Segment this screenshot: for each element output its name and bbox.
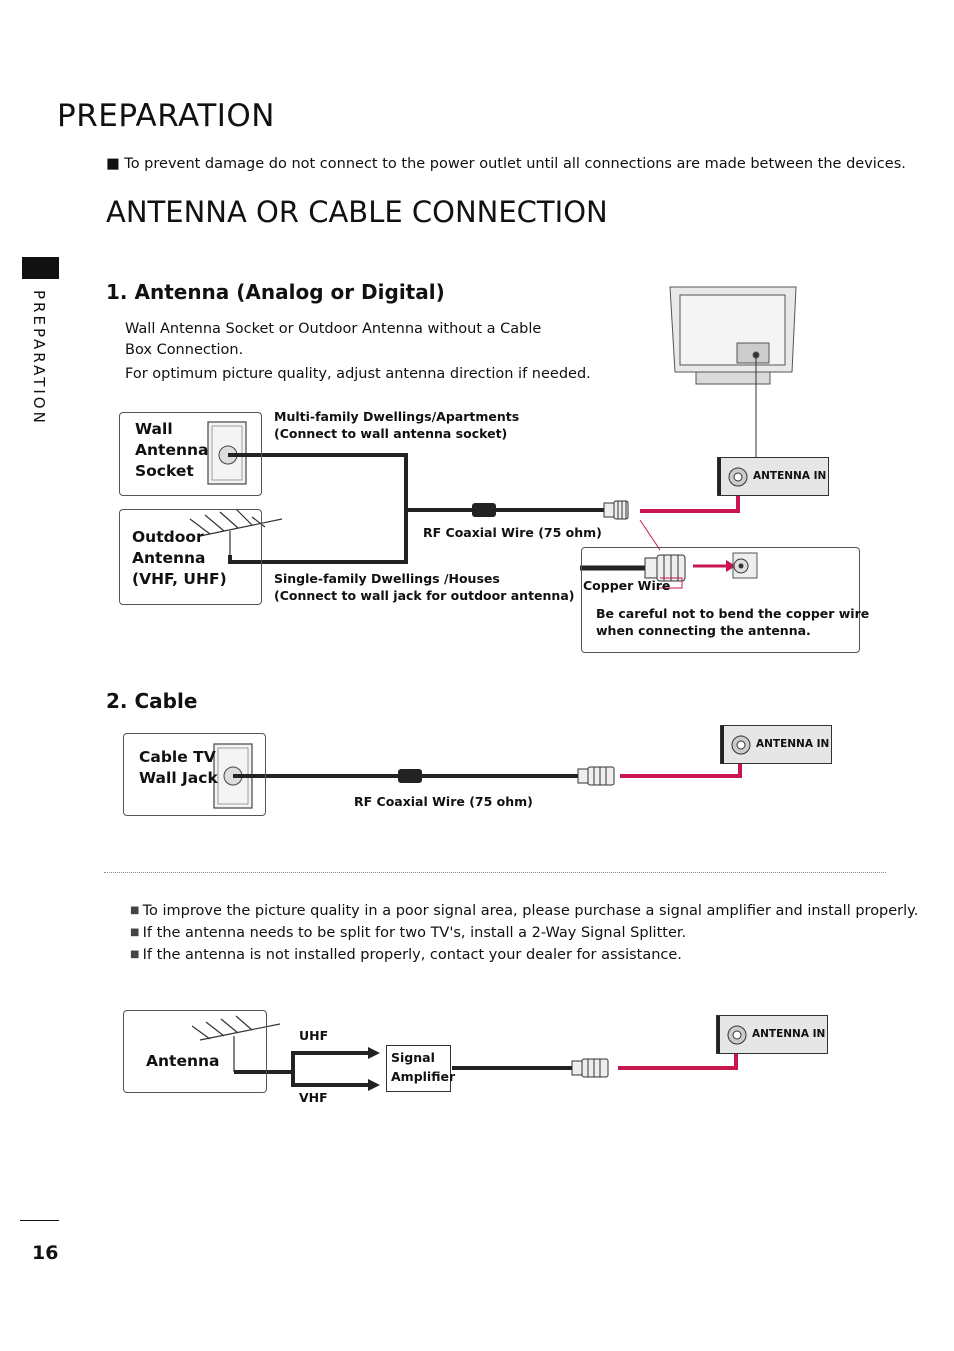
cable-rf-wire-label: RF Coaxial Wire (75 ohm) (354, 794, 533, 809)
tip-item: If the antenna needs to be split for two… (130, 922, 918, 944)
page-header-title: PREPARATION (57, 98, 275, 134)
wall-socket-label: Wall Antenna Socket (135, 420, 209, 480)
antenna-in-port: ANTENNA IN (717, 457, 829, 496)
side-label: PREPARATION (30, 290, 48, 426)
tip-item: If the antenna is not installed properly… (130, 944, 918, 966)
copper-wire-note: Be careful not to bend the copper wire w… (596, 606, 870, 638)
vhf-label: VHF (299, 1090, 328, 1105)
cable-jack-label: Cable TV Wall Jack (139, 748, 218, 787)
rf-wire-label: RF Coaxial Wire (75 ohm) (423, 525, 602, 540)
cable-jack-box (123, 733, 266, 816)
antenna-in-jack-icon (728, 467, 748, 487)
antenna-in-jack-icon (727, 1025, 747, 1045)
antenna-source-label: Antenna (146, 1052, 220, 1070)
cable-subtitle: 2. Cable (106, 689, 198, 713)
amplifier-antenna-in-port: ANTENNA IN (716, 1015, 828, 1054)
tip-item: To improve the picture quality in a poor… (130, 900, 919, 922)
section-title: ANTENNA OR CABLE CONNECTION (106, 195, 608, 229)
outdoor-antenna-box (119, 509, 262, 605)
signal-amplifier-box: Signal Amplifier (386, 1045, 455, 1092)
multi-family-label: Multi-family Dwellings/Apartments (Conne… (274, 409, 520, 441)
antenna-in-jack-icon (731, 735, 751, 755)
outdoor-antenna-label: Outdoor Antenna (VHF, UHF) (132, 528, 227, 588)
wall-socket-box (119, 412, 262, 496)
uhf-label: UHF (299, 1028, 329, 1043)
copper-wire-note-box (581, 547, 860, 653)
cable-antenna-in-port: ANTENNA IN (720, 725, 832, 764)
antenna-icon (191, 1015, 281, 1072)
antenna-tip: For optimum picture quality, adjust ante… (125, 366, 591, 382)
page-number: 16 (32, 1242, 59, 1264)
copper-wire-label: Copper Wire (583, 578, 671, 593)
single-family-label: Single-family Dwellings /Houses (Connect… (274, 571, 575, 603)
copper-wire-detail-icon (580, 519, 758, 589)
rf-connector-icon (603, 500, 629, 520)
power-warning-note: ■ To prevent damage do not connect to th… (106, 156, 906, 172)
tv-rear-icon (669, 286, 797, 385)
outdoor-antenna-icon (189, 508, 283, 555)
section-divider (104, 872, 886, 873)
antenna-subtitle: 1. Antenna (Analog or Digital) (106, 280, 445, 304)
antenna-source-box (123, 1010, 267, 1093)
page-footer-rule (20, 1220, 59, 1221)
tips-list: To improve the picture quality in a poor… (130, 900, 919, 966)
side-tab-marker (22, 257, 59, 279)
antenna-description: Wall Antenna Socket or Outdoor Antenna w… (125, 321, 542, 358)
